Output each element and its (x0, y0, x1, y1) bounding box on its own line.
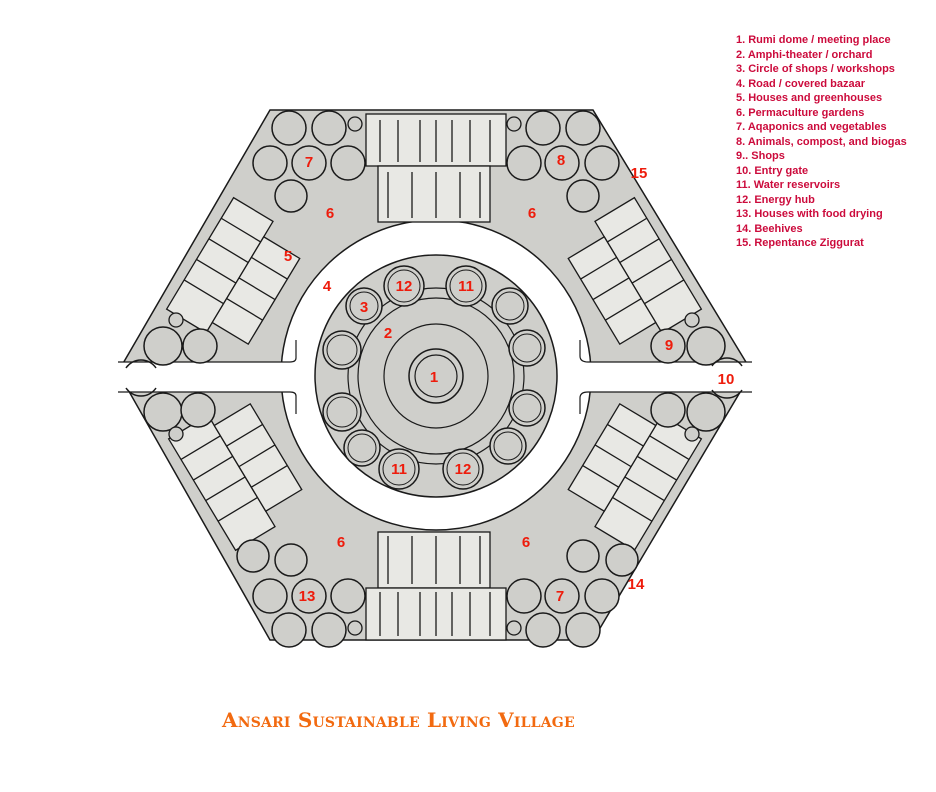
shop-circle (508, 329, 546, 367)
label-7-se: 7 (556, 588, 564, 605)
label-10: 10 (718, 371, 735, 388)
shop-circle (322, 330, 362, 370)
shop-circle (489, 427, 527, 465)
shop-circle (345, 287, 383, 325)
beehive (506, 620, 522, 636)
ziggurat (168, 312, 184, 328)
perimeter-circles (143, 110, 726, 648)
legend-item: 5. Houses and greenhouses (736, 92, 883, 104)
label-5: 5 (284, 248, 292, 265)
label-4: 4 (323, 278, 332, 295)
shop-circle (491, 287, 529, 325)
label-6-sw: 6 (337, 534, 345, 551)
legend-item: 9.. Shops (736, 150, 785, 162)
label-14: 14 (628, 576, 645, 593)
label-1: 1 (430, 369, 438, 386)
legend-item: 7. Aqaponics and vegetables (736, 121, 887, 133)
label-6-se: 6 (522, 534, 530, 551)
shop-ring (322, 265, 546, 490)
shop-circle (508, 389, 546, 427)
label-7-nw: 7 (305, 154, 313, 171)
house-block-southwest (167, 402, 303, 552)
entry-gate-west (125, 359, 157, 397)
rumi-dome (408, 348, 464, 404)
legend-item: 12. Energy hub (736, 193, 815, 206)
label-3: 3 (360, 299, 368, 316)
label-2: 2 (384, 325, 392, 342)
beehive (347, 620, 363, 636)
water-reservoir (378, 448, 420, 490)
legend-item: 1. Rumi dome / meeting place (736, 34, 891, 46)
label-8: 8 (557, 152, 565, 169)
house-block-northeast (567, 196, 703, 346)
label-13: 13 (299, 588, 316, 605)
legend-item: 10. Entry gate (736, 164, 809, 177)
legend-item: 4. Road / covered bazaar (736, 77, 865, 90)
label-12-top: 12 (396, 278, 413, 295)
east-entry-road (580, 362, 760, 392)
house-block-northwest (165, 196, 301, 346)
ziggurat (506, 116, 522, 132)
house-block-north (365, 113, 507, 223)
beehive (168, 426, 184, 442)
legend-item: 6. Permaculture gardens (736, 106, 865, 119)
shop-circle (343, 429, 381, 467)
label-6-nw: 6 (326, 205, 334, 222)
legend-item: 11. Water reservoirs (736, 179, 841, 191)
figure-title: Ansari Sustainable Living Village (222, 708, 575, 732)
label-11-top: 11 (458, 278, 474, 295)
house-block-south (365, 531, 507, 641)
legend-item: 13. Houses with food drying (736, 208, 883, 220)
beehive (684, 426, 700, 442)
ziggurat (347, 116, 363, 132)
energy-hub (442, 448, 484, 490)
legend-item: 14. Beehives (736, 222, 803, 235)
label-12-bottom: 12 (455, 461, 472, 478)
legend: 1. Rumi dome / meeting place 2. Amphi-the… (736, 33, 907, 251)
label-9: 9 (665, 337, 673, 354)
shop-circle (322, 392, 362, 432)
legend-item: 3. Circle of shops / workshops (736, 63, 895, 75)
legend-item: 2. Amphi-theater / orchard (736, 48, 873, 61)
label-6-ne: 6 (528, 205, 536, 222)
label-15: 15 (631, 165, 648, 182)
west-entry-road (110, 362, 300, 392)
energy-hub (383, 265, 425, 307)
entry-gate-east (711, 357, 743, 399)
legend-item: 8. Animals, compost, and biogas (736, 135, 907, 148)
house-block-southeast (567, 402, 703, 552)
ziggurat (684, 312, 700, 328)
label-11-bottom: 11 (391, 461, 407, 478)
water-reservoir (445, 265, 487, 307)
legend-item: 15. Repentance Ziggurat (736, 237, 864, 249)
